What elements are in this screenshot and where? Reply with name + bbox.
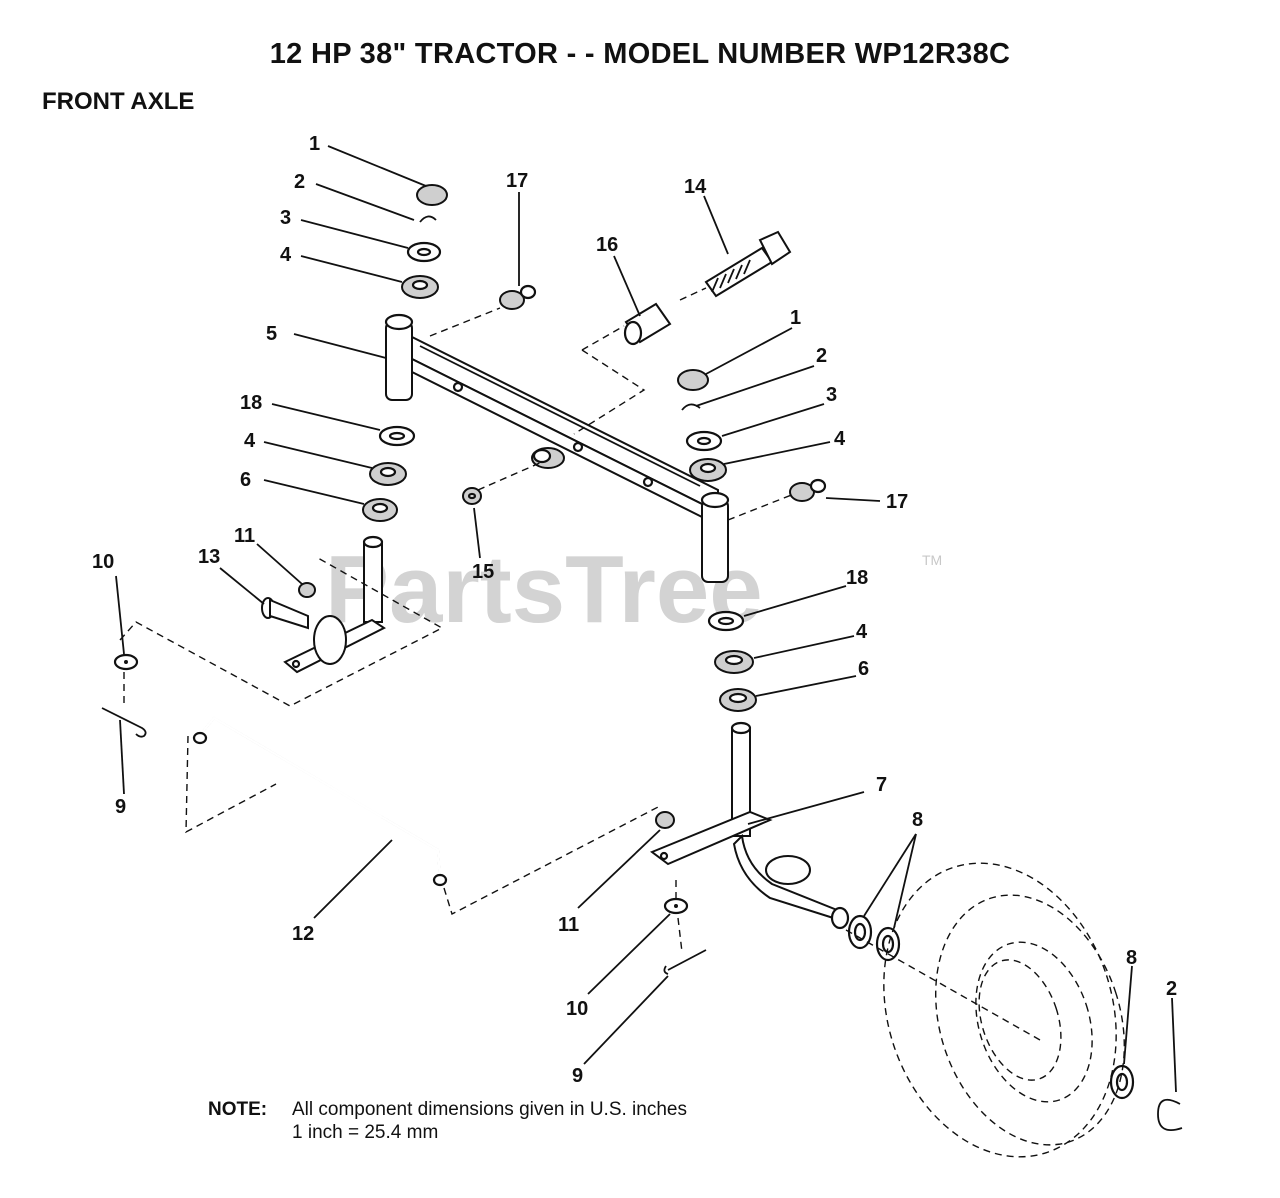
left-thrust-washer xyxy=(362,498,398,522)
callout-18: 18 xyxy=(240,392,262,414)
diagram-title: 12 HP 38" TRACTOR - - MODEL NUMBER WP12R… xyxy=(269,38,1011,70)
callout-8: 8 xyxy=(1126,947,1137,969)
right-locknut xyxy=(655,811,675,829)
right-spindle xyxy=(649,721,850,930)
spindle-washer-b xyxy=(875,926,901,962)
right-flat-washer xyxy=(663,897,689,915)
callout-10: 10 xyxy=(566,998,588,1020)
leader-lines xyxy=(115,145,1177,1093)
callout-17: 17 xyxy=(506,170,528,192)
left-grease-fitting xyxy=(499,284,537,310)
right-hub-cap xyxy=(677,369,709,391)
left-bolt xyxy=(261,597,309,630)
left-retaining-ring xyxy=(419,215,437,223)
callout-numbers: 1 2 3 4 5 18 4 6 17 16 14 1 2 3 4 17 15 … xyxy=(92,133,1177,1087)
spindle-washer-a xyxy=(847,914,873,950)
assembly-guide-lines xyxy=(119,287,1041,1041)
callout-9: 9 xyxy=(115,796,126,818)
wheel-retaining-ring xyxy=(1157,1098,1183,1132)
left-hub-cap xyxy=(416,184,448,206)
watermark-trademark: TM xyxy=(922,552,942,568)
callout-2: 2 xyxy=(294,171,305,193)
section-heading: FRONT AXLE xyxy=(42,88,195,115)
left-spindle xyxy=(283,535,386,674)
right-grease-fitting xyxy=(789,478,827,502)
right-lower-bearing xyxy=(714,650,754,674)
front-wheel xyxy=(883,862,1125,1158)
callout-10: 10 xyxy=(92,551,114,573)
left-locknut xyxy=(298,582,316,598)
callout-7: 7 xyxy=(876,774,887,796)
left-flat-washer xyxy=(113,653,139,671)
callout-1: 1 xyxy=(790,307,801,329)
callout-11: 11 xyxy=(558,914,579,936)
callout-4: 4 xyxy=(244,430,256,452)
callout-18: 18 xyxy=(846,567,868,589)
callout-3: 3 xyxy=(280,207,291,229)
note-line-1: All component dimensions given in U.S. i… xyxy=(292,1099,687,1120)
callout-15: 15 xyxy=(472,561,494,583)
left-cotter-pin xyxy=(101,707,147,738)
drag-link xyxy=(192,716,448,887)
callout-17: 17 xyxy=(886,491,908,513)
axle-beam xyxy=(384,313,730,583)
callout-11: 11 xyxy=(234,525,255,547)
pivot-bolt xyxy=(704,230,792,298)
callout-6: 6 xyxy=(240,469,251,491)
watermark: PartsTree xyxy=(325,536,763,643)
left-upper-washer xyxy=(406,241,442,263)
callout-14: 14 xyxy=(684,176,707,198)
callout-16: 16 xyxy=(596,234,618,256)
right-upper-washer xyxy=(685,430,723,452)
right-cotter-pin xyxy=(663,949,707,975)
callout-3: 3 xyxy=(826,384,837,406)
callout-4: 4 xyxy=(856,621,868,643)
callout-8: 8 xyxy=(912,809,923,831)
note-line-2: 1 inch = 25.4 mm xyxy=(292,1122,439,1143)
note-label: NOTE: xyxy=(208,1099,268,1120)
right-upper-bearing xyxy=(689,458,727,482)
callout-2: 2 xyxy=(816,345,827,367)
callout-1: 1 xyxy=(309,133,320,155)
dimension-note: NOTE: All component dimensions given in … xyxy=(208,1098,687,1143)
callout-12: 12 xyxy=(292,923,314,945)
callout-5: 5 xyxy=(266,323,277,345)
left-lower-bearing xyxy=(369,462,407,486)
callout-13: 13 xyxy=(198,546,220,568)
callout-4: 4 xyxy=(834,428,846,450)
right-thrust-washer xyxy=(719,688,757,712)
right-retaining-ring xyxy=(681,403,701,411)
wheel-outer-washer xyxy=(1109,1064,1135,1100)
pivot-locknut xyxy=(462,487,482,505)
right-spacer-washer xyxy=(707,610,745,632)
left-spacer-washer xyxy=(378,425,416,447)
pivot-spacer xyxy=(623,302,672,346)
left-upper-bearing xyxy=(401,275,439,299)
callout-9: 9 xyxy=(572,1065,583,1087)
callout-6: 6 xyxy=(858,658,869,680)
callout-2: 2 xyxy=(1166,978,1177,1000)
callout-4: 4 xyxy=(280,244,292,266)
